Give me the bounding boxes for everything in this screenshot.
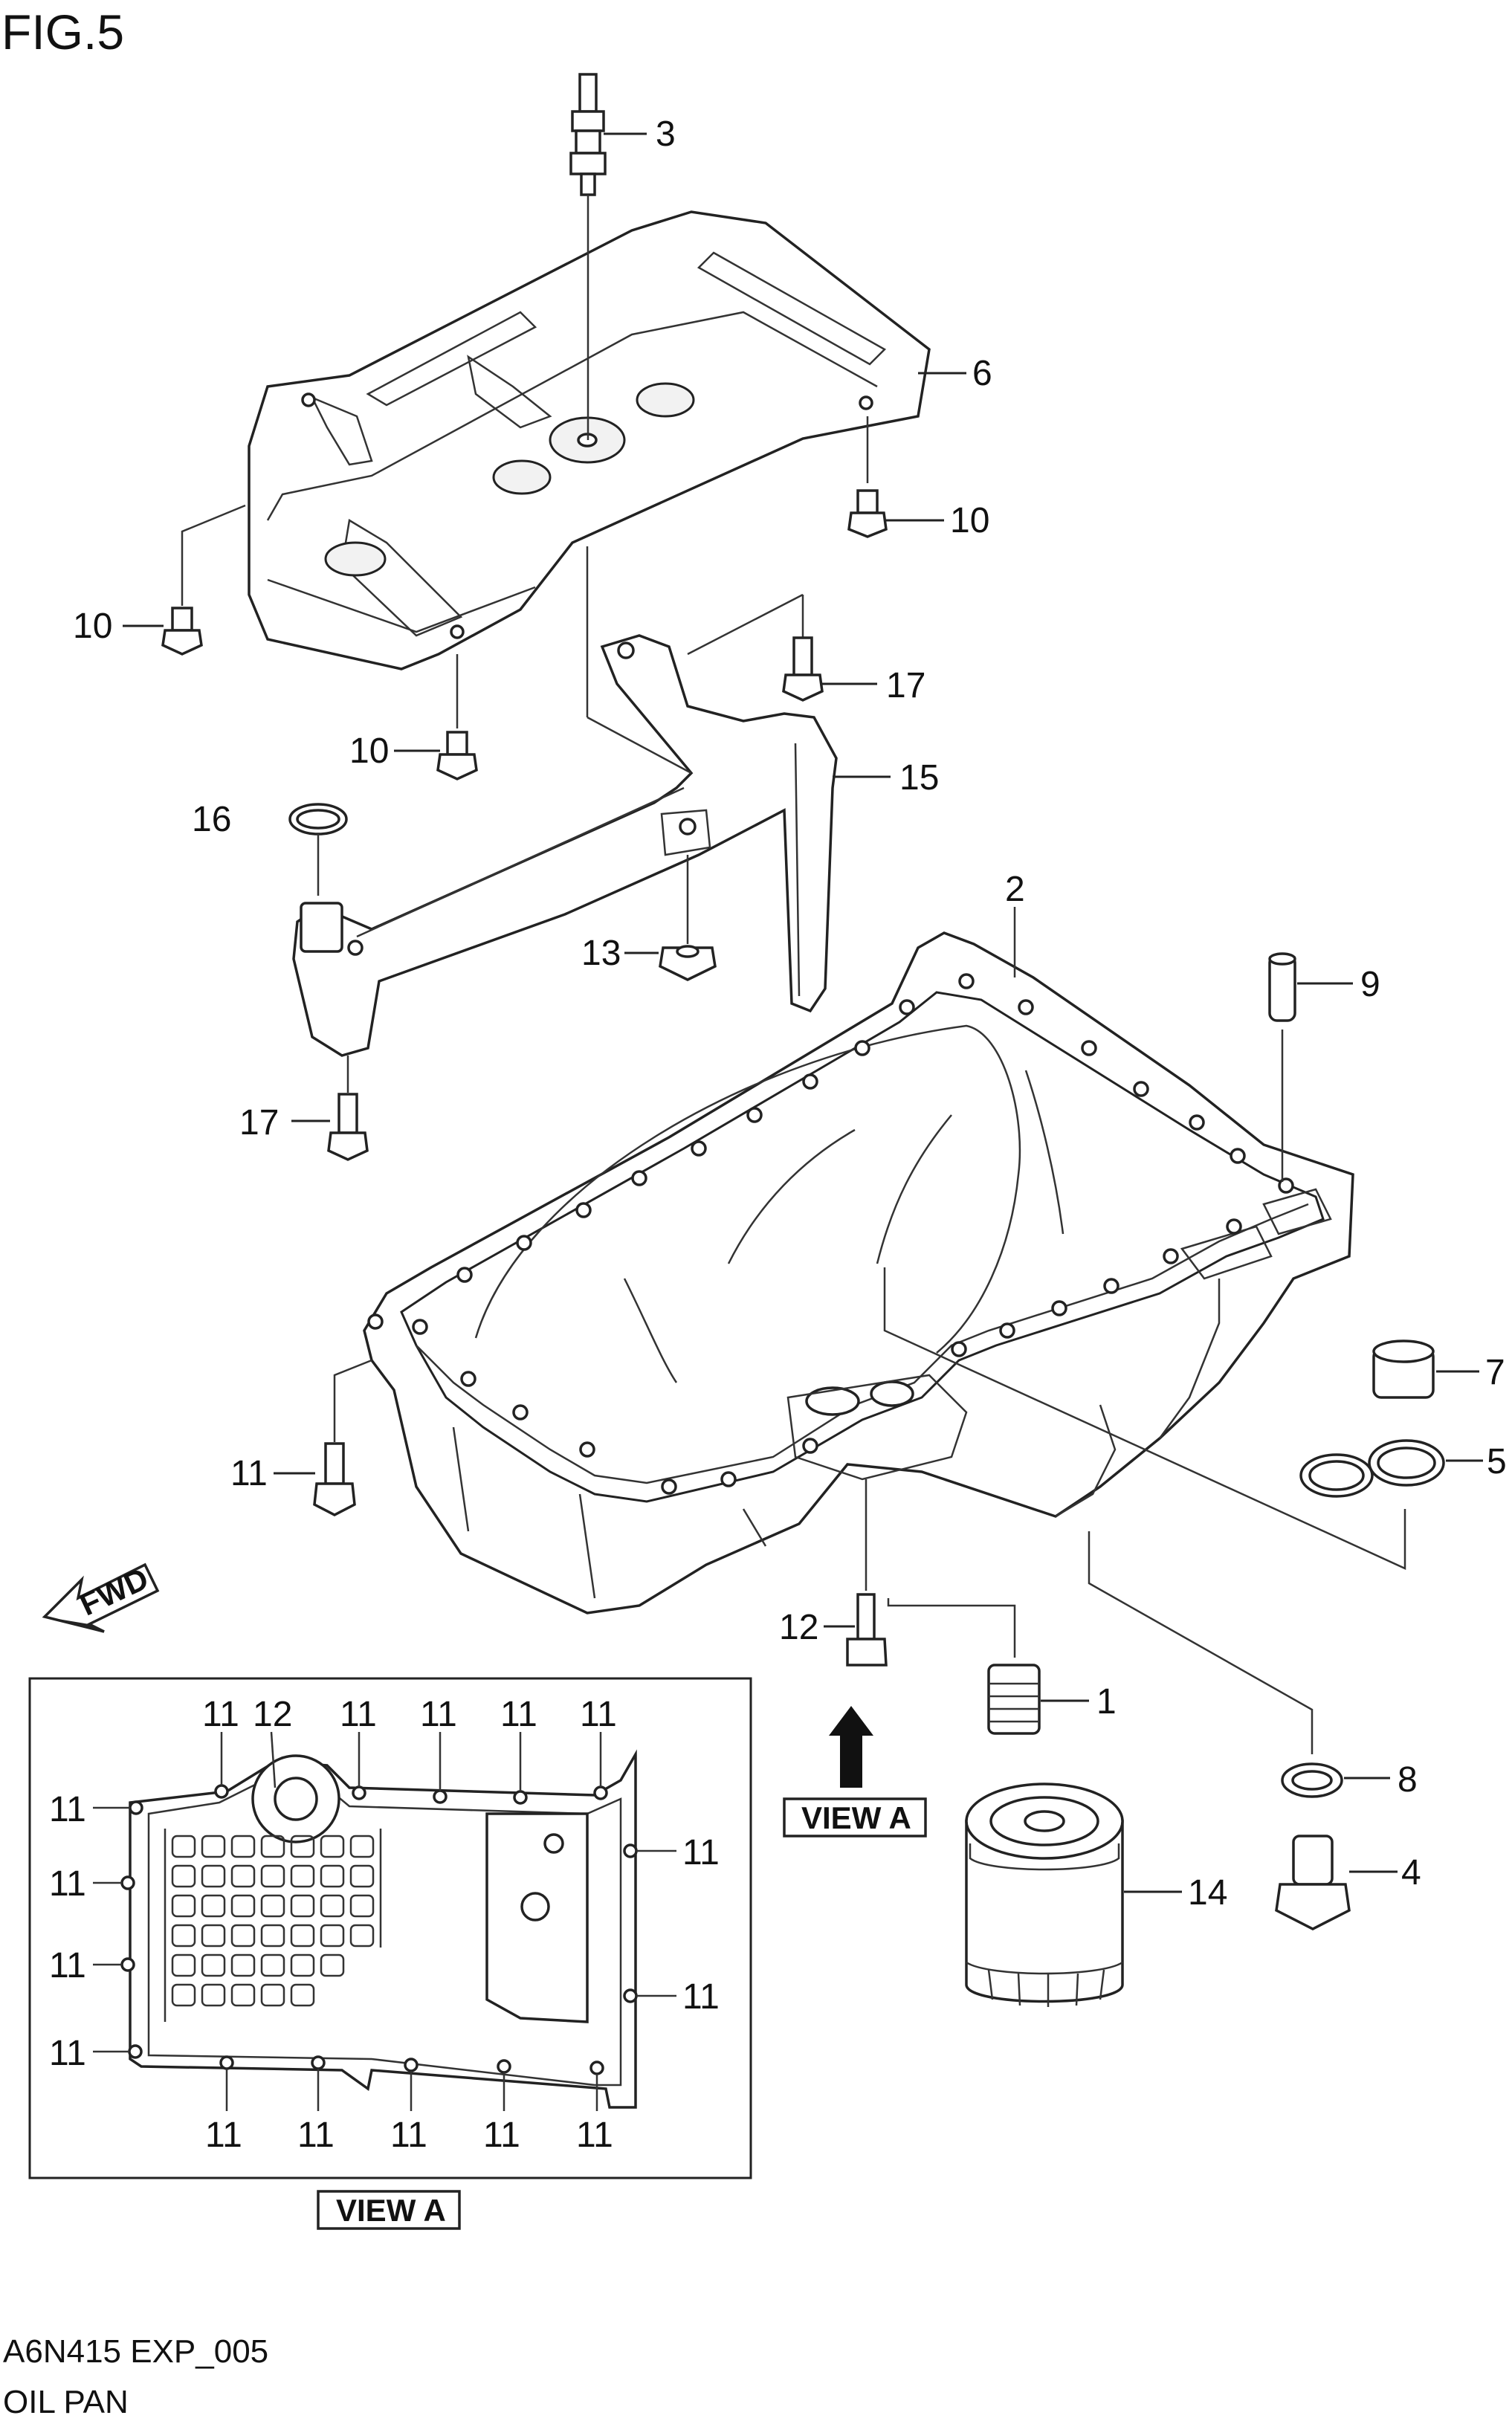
dowel-pin-9 bbox=[1268, 952, 1353, 1182]
view-a-callout-right-1: 11 bbox=[682, 1833, 720, 1872]
view-a-callout-top-4: 11 bbox=[420, 1695, 457, 1734]
bolt-17-lower bbox=[291, 1056, 369, 1161]
view-a-callout-left-2: 11 bbox=[49, 1864, 86, 1904]
view-a-callout-bottom-2: 11 bbox=[297, 2116, 335, 2155]
figure-title: FIG.5 bbox=[1, 4, 124, 59]
view-a-callout-top-1: 11 bbox=[202, 1695, 239, 1734]
view-a-callout-right-2: 11 bbox=[682, 1977, 720, 2017]
washer-8 bbox=[1281, 1762, 1390, 1798]
view-a-callout-bottom-1: 11 bbox=[205, 2116, 242, 2155]
view-a-callout-bottom-4: 11 bbox=[483, 2116, 520, 2155]
view-a-label-lower: VIEW A bbox=[336, 2193, 446, 2228]
o-ring-16 bbox=[288, 803, 348, 896]
view-a-arrow: VIEW A bbox=[783, 1706, 927, 1838]
callout-6: 6 bbox=[972, 354, 992, 393]
view-a-callout-top-6: 11 bbox=[580, 1695, 617, 1734]
nut-13 bbox=[624, 855, 717, 981]
oil-filter-14 bbox=[965, 1783, 1182, 2007]
view-a-callout-bottom-5: 11 bbox=[576, 2116, 613, 2155]
callout-10-right: 10 bbox=[950, 501, 989, 540]
bolt-10-right bbox=[847, 416, 944, 538]
bolt-10-left bbox=[123, 504, 246, 656]
view-a-callout-left-1: 11 bbox=[49, 1790, 86, 1829]
view-a-callout-left-4: 11 bbox=[49, 2034, 86, 2073]
oil-strainer bbox=[292, 546, 838, 1057]
bolt-12 bbox=[824, 1479, 888, 1667]
view-a-callout-top-3: 11 bbox=[340, 1695, 377, 1734]
callout-17-upper: 17 bbox=[886, 666, 925, 705]
callout-2: 2 bbox=[1005, 870, 1025, 909]
oil-pan bbox=[363, 931, 1354, 1615]
view-a-label-upper: VIEW A bbox=[801, 1800, 911, 1835]
view-a-inset: 11 12 11 11 11 11 11 11 11 11 11 11 11 1… bbox=[28, 1677, 752, 2179]
callout-10-left: 10 bbox=[73, 607, 112, 646]
callout-8: 8 bbox=[1398, 1760, 1418, 1800]
callout-1: 1 bbox=[1096, 1682, 1117, 1722]
view-a-callout-left-3: 11 bbox=[49, 1946, 86, 1985]
bolt-17-upper bbox=[687, 593, 877, 702]
callout-3: 3 bbox=[656, 114, 676, 154]
callout-15: 15 bbox=[899, 758, 939, 798]
callout-10-bottom: 10 bbox=[349, 731, 389, 771]
callout-13: 13 bbox=[581, 934, 621, 973]
callout-7: 7 bbox=[1485, 1353, 1505, 1392]
fwd-arrow: FWD bbox=[42, 1561, 160, 1633]
callout-4: 4 bbox=[1401, 1853, 1421, 1893]
figure-name: OIL PAN bbox=[3, 2384, 129, 2420]
bolt-10-bottom bbox=[394, 654, 478, 780]
view-a-callout-bottom-3: 11 bbox=[390, 2116, 427, 2155]
oil-baffle-plate bbox=[248, 210, 931, 670]
callout-11: 11 bbox=[230, 1454, 268, 1493]
bolt-3 bbox=[569, 73, 647, 440]
bolt-11 bbox=[274, 1359, 372, 1516]
view-a-callout-top-2: 12 bbox=[253, 1695, 292, 1734]
oil-filter-union-1 bbox=[987, 1664, 1089, 1735]
callout-5: 5 bbox=[1487, 1442, 1507, 1481]
oil-pan-bolt-holes bbox=[367, 973, 1294, 1495]
view-a-callout-top-5: 11 bbox=[500, 1695, 537, 1734]
callout-12: 12 bbox=[779, 1608, 818, 1647]
gasket-5 bbox=[1299, 1439, 1483, 1498]
drain-plug-4 bbox=[1275, 1835, 1398, 1930]
cap-7 bbox=[1372, 1339, 1479, 1399]
callout-17-lower: 17 bbox=[239, 1103, 279, 1142]
callout-9: 9 bbox=[1360, 965, 1380, 1004]
figure-code: A6N415 EXP_005 bbox=[3, 2333, 268, 2370]
callout-14: 14 bbox=[1188, 1873, 1227, 1913]
callout-16: 16 bbox=[192, 800, 231, 839]
